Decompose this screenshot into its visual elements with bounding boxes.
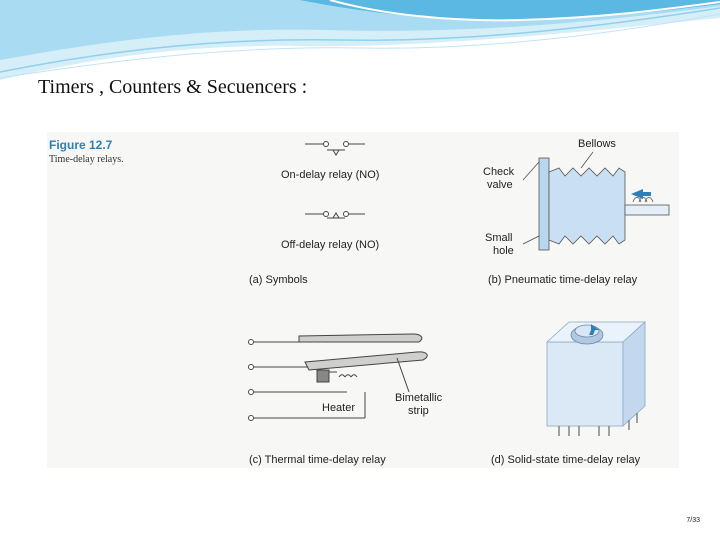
- slide-title: Timers , Counters & Secuencers :: [38, 76, 308, 98]
- off-delay-relay-symbol: [305, 211, 365, 219]
- on-delay-relay-symbol: [305, 141, 365, 156]
- panel-a-label: (a) Symbols: [249, 274, 308, 286]
- check-valve-label-line1: Check: [483, 166, 515, 178]
- bimetallic-label-line2: strip: [408, 405, 429, 417]
- figure-time-delay-relays: Figure 12.7 Time-delay relays. On-delay …: [47, 132, 679, 468]
- panel-c-label: (c) Thermal time-delay relay: [249, 454, 386, 466]
- header-wave-banner: [0, 0, 720, 80]
- bimetallic-label-line1: Bimetallic: [395, 392, 443, 404]
- small-hole-label-line1: Small: [485, 232, 513, 244]
- off-delay-label: Off-delay relay (NO): [281, 239, 380, 251]
- pneumatic-relay-drawing: [522, 151, 670, 251]
- figure-drawing: [248, 141, 670, 436]
- small-hole-label-line2: hole: [493, 245, 514, 257]
- bellows-label: Bellows: [578, 138, 616, 150]
- solid-state-relay-drawing: [545, 321, 647, 436]
- panel-d-label: (d) Solid-state time-delay relay: [491, 454, 641, 466]
- heater-label: Heater: [322, 402, 356, 414]
- figure-caption: Time-delay relays.: [49, 154, 124, 165]
- figure-number: Figure 12.7: [49, 138, 113, 152]
- check-valve-label-line2: valve: [487, 179, 513, 191]
- on-delay-label: On-delay relay (NO): [281, 169, 380, 181]
- thermal-relay-drawing: [248, 333, 428, 421]
- page-number: 7/33: [686, 517, 700, 524]
- panel-b-label: (b) Pneumatic time-delay relay: [488, 274, 638, 286]
